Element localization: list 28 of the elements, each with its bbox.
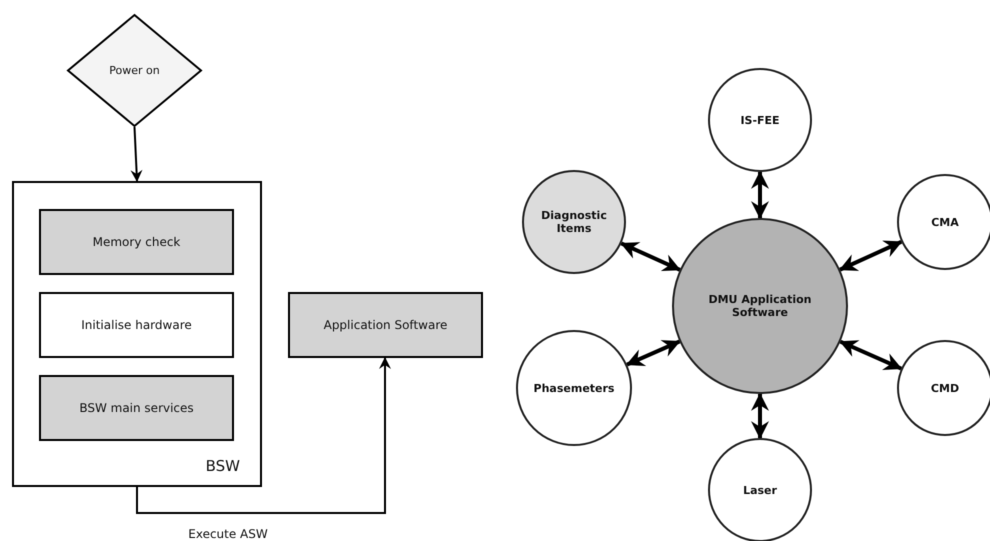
node-label: Phasemeters — [534, 382, 614, 394]
arrow — [839, 340, 902, 370]
process-box — [39, 292, 234, 358]
node-label: IS-FEE — [740, 114, 780, 126]
decision-diamond — [67, 14, 202, 127]
process-box — [39, 209, 234, 275]
arrow — [751, 170, 769, 220]
node-label: Initialise hardware — [81, 318, 192, 332]
node-label: Laser — [743, 484, 777, 496]
group-box — [12, 181, 262, 487]
node-label: Diagnostic Items — [540, 209, 608, 235]
node-label: Application Software — [324, 318, 448, 332]
node-label: DMU Application Software — [707, 293, 812, 319]
arrow — [620, 242, 681, 272]
process-box — [39, 375, 234, 441]
arrow — [136, 357, 391, 514]
node-label: Power on — [109, 64, 160, 77]
arrow — [626, 340, 680, 366]
node-label: BSW — [206, 457, 240, 475]
arrow — [839, 240, 902, 272]
node-label: CMD — [930, 382, 960, 394]
node-label: Memory check — [92, 235, 180, 249]
node-label: BSW main services — [79, 401, 194, 415]
arrow — [751, 392, 769, 440]
process-box — [288, 292, 483, 358]
edge-label: Execute ASW — [188, 527, 268, 541]
arrow — [130, 126, 142, 182]
node-label: CMA — [931, 216, 959, 228]
